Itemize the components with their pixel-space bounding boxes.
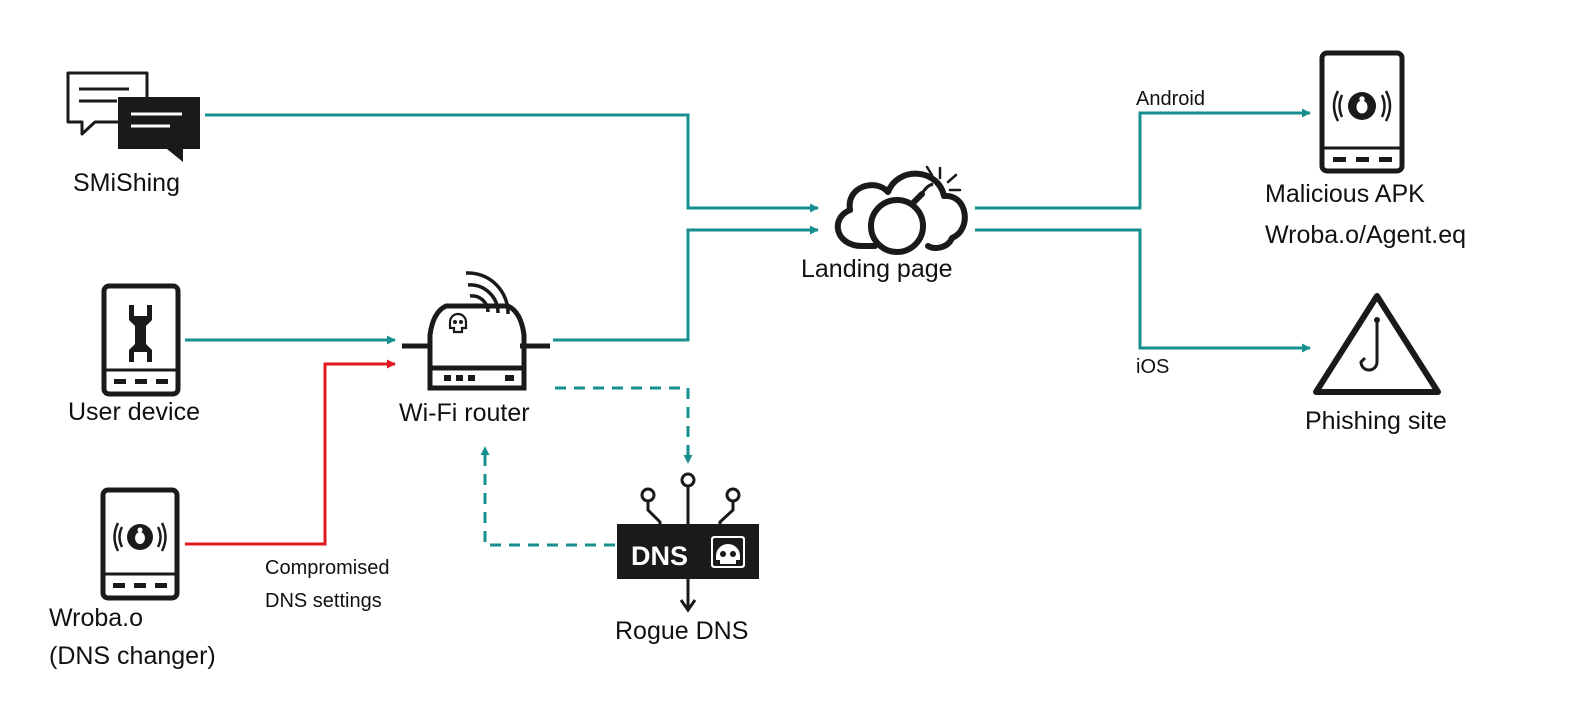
router-label: Wi-Fi router bbox=[399, 399, 530, 427]
phone-malware-icon bbox=[100, 487, 180, 601]
rogue-dns-label: Rogue DNS bbox=[615, 617, 748, 645]
apk-label: Malicious APK bbox=[1265, 180, 1425, 208]
edge-landing-to-phishing bbox=[975, 228, 1311, 353]
ios-label: iOS bbox=[1136, 356, 1169, 378]
phone-wrench-icon bbox=[101, 283, 181, 397]
wroba-sublabel: (DNS changer) bbox=[49, 642, 216, 670]
edge-rogue-dns-to-router bbox=[480, 446, 615, 547]
dns-badge-text: DNS bbox=[631, 541, 688, 571]
smishing-label: SMiShing bbox=[73, 169, 180, 197]
chat-bubbles-icon bbox=[66, 71, 200, 162]
android-label: Android bbox=[1136, 88, 1205, 110]
dns-skull-icon bbox=[617, 472, 759, 613]
phishing-label: Phishing site bbox=[1305, 407, 1447, 435]
router-skull-icon bbox=[402, 271, 550, 391]
edge-smishing-to-landing bbox=[205, 113, 819, 213]
warning-hook-icon bbox=[1313, 293, 1441, 395]
edge-landing-to-apk bbox=[975, 108, 1311, 210]
landing-page-label: Landing page bbox=[801, 255, 953, 283]
edge-router-to-landing bbox=[553, 225, 819, 342]
edge-router-to-rogue-dns bbox=[555, 386, 693, 464]
wroba-label: Wroba.o bbox=[49, 604, 143, 632]
cloud-bomb-icon bbox=[834, 165, 968, 255]
apk-sublabel: Wroba.o/Agent.eq bbox=[1265, 221, 1466, 249]
user-device-label: User device bbox=[68, 398, 200, 426]
phone-malware-icon bbox=[1319, 50, 1405, 174]
edge-wroba-to-router bbox=[185, 359, 396, 546]
compromised-dns-label: Compromised bbox=[265, 557, 389, 579]
compromised-dns-sublabel: DNS settings bbox=[265, 590, 382, 612]
